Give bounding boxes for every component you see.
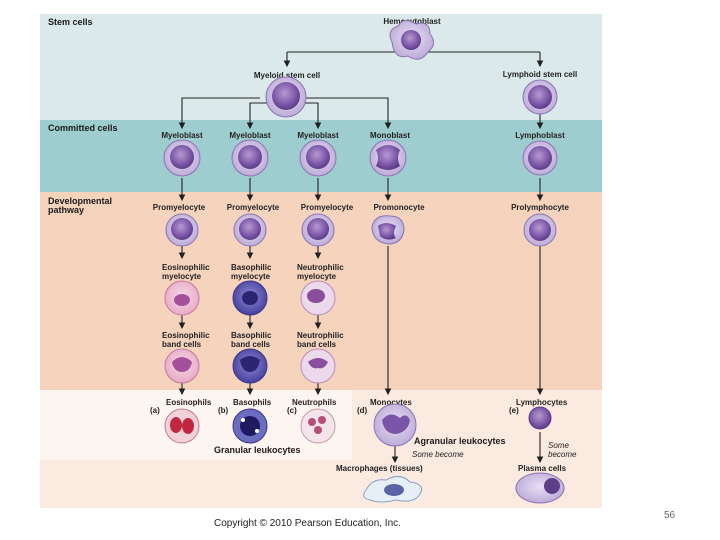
myeloid-stem-cell	[265, 76, 307, 118]
myelocyte-cells	[164, 280, 336, 316]
lymphocyte-cell	[528, 406, 552, 430]
monoblast-cell	[369, 139, 407, 177]
label-neutrophilic-myelocyte: Neutrophilic myelocyte	[297, 263, 344, 281]
label-lymphoid-stem-cell: Lymphoid stem cell	[502, 70, 578, 79]
copyright-footer: Copyright © 2010 Pearson Education, Inc.	[214, 518, 401, 529]
label-promyelocyte-1: Promyelocyte	[152, 203, 206, 212]
agranular-leukocytes-label: Agranular leukocytes	[414, 436, 506, 446]
letter-d: (d)	[357, 406, 368, 415]
macrophage-cell	[363, 476, 423, 503]
letter-a: (a)	[150, 406, 160, 415]
label-macrophages: Macrophages (tissues)	[336, 464, 423, 473]
promyelocyte-cells	[165, 213, 335, 247]
label-myeloid-stem-cell: Myeloid stem cell	[253, 71, 321, 80]
section-committed-cells: Committed cells	[48, 123, 118, 133]
eosinophil-cell	[164, 408, 200, 444]
lymphoblast-cell	[522, 140, 558, 176]
label-neutrophilic-band-cells: Neutrophilic band cells	[297, 331, 344, 349]
letter-e: (e)	[509, 406, 519, 415]
label-myeloblast-1: Myeloblast	[161, 131, 203, 140]
label-neutrophils: Neutrophils	[292, 398, 337, 407]
label-monocytes: Monocytes	[370, 398, 412, 407]
lymphoid-stem-cell	[522, 79, 558, 115]
band-cells	[164, 348, 336, 384]
label-eosinophilic-myelocyte: Eosinophilic myelocyte	[162, 263, 210, 281]
stem-cells-band	[40, 14, 602, 120]
label-basophilic-band-cells: Basophilic band cells	[231, 331, 272, 349]
label-myeloblast-2: Myeloblast	[229, 131, 271, 140]
label-monoblast: Monoblast	[370, 131, 410, 140]
page-number: 56	[664, 510, 676, 521]
plasma-cell	[515, 472, 565, 504]
monocyte-cell	[373, 403, 417, 447]
neutrophil-cell	[300, 408, 336, 444]
label-prolymphocyte: Prolymphocyte	[511, 203, 569, 212]
section-stem-cells: Stem cells	[48, 17, 93, 27]
some-become-monocyte-label: Some become	[412, 450, 464, 459]
basophil-cell	[232, 408, 268, 444]
hemocytoblast-cell	[389, 20, 434, 60]
prolymphocyte-cell	[523, 213, 557, 247]
granular-leukocytes-label: Granular leukocytes	[214, 445, 301, 455]
label-basophilic-myelocyte: Basophilic myelocyte	[231, 263, 272, 281]
label-eosinophilic-band-cells: Eosinophilic band cells	[162, 331, 210, 349]
label-basophils: Basophils	[233, 398, 272, 407]
section-developmental-pathway: Developmental pathway	[48, 196, 113, 215]
letter-c: (c)	[287, 406, 297, 415]
myeloblast-cells	[163, 139, 337, 177]
some-become-lymphocyte-label: Some become	[548, 441, 577, 459]
label-promyelocyte-3: Promyelocyte	[300, 203, 354, 212]
label-eosinophils: Eosinophils	[166, 398, 212, 407]
letter-b: (b)	[218, 406, 229, 415]
label-myeloblast-3: Myeloblast	[297, 131, 339, 140]
label-promyelocyte-2: Promyelocyte	[226, 203, 280, 212]
label-promonocyte: Promonocyte	[373, 203, 425, 212]
promonocyte-cell	[371, 215, 405, 245]
label-plasma-cells: Plasma cells	[518, 464, 567, 473]
label-lymphoblast: Lymphoblast	[515, 131, 565, 140]
label-lymphocytes: Lymphocytes	[516, 398, 568, 407]
